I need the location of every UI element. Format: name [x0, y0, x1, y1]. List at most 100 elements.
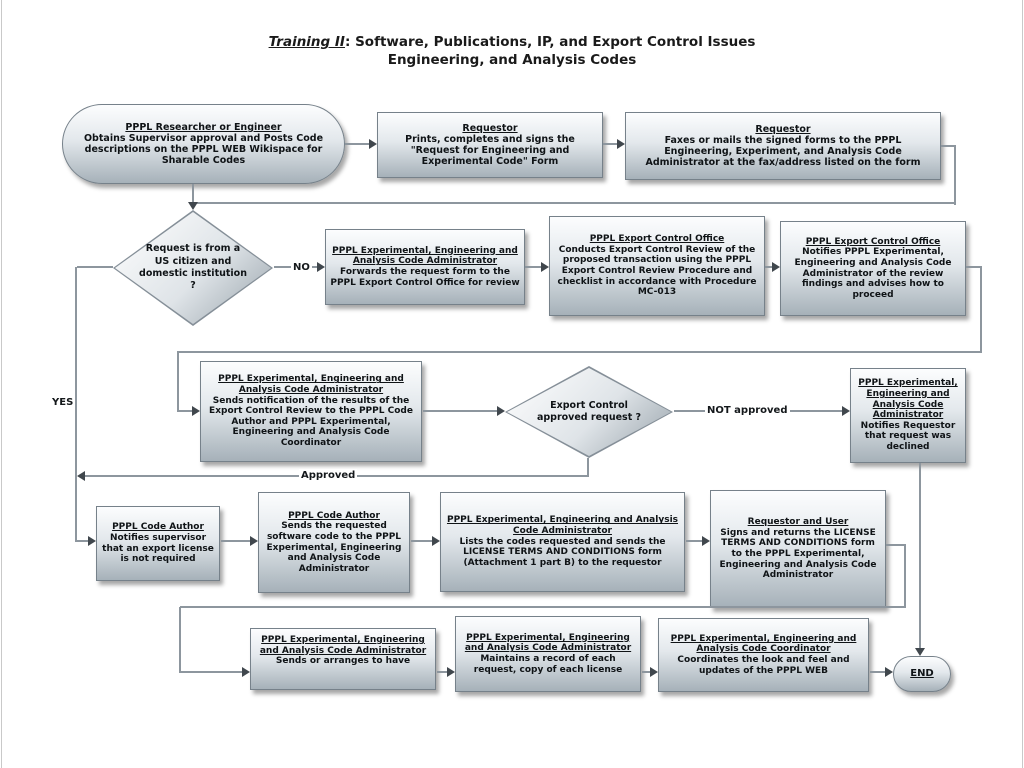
- node-body: Lists the codes requested and sends the …: [459, 536, 666, 568]
- connector-line: [221, 540, 251, 542]
- arrowhead: [885, 667, 893, 677]
- connector-line: [941, 145, 956, 147]
- connector-line: [954, 145, 956, 205]
- connector-line: [75, 267, 77, 542]
- node-body: Signs and returns the LICENSE TERMS AND …: [719, 527, 877, 581]
- arrowhead: [497, 406, 505, 416]
- node-author-sends: PPPL Code Author Sends the requested sof…: [258, 492, 410, 593]
- decision-question: Export Control approved request ?: [536, 399, 642, 423]
- connector-line: [77, 266, 113, 268]
- node-body: Prints, completes and signs the "Request…: [405, 133, 575, 168]
- connector-line: [345, 143, 369, 145]
- connector-line: [180, 671, 243, 673]
- node-title: PPPL Code Author: [112, 522, 204, 533]
- node-admin-lists: PPPL Experimental, Engineering and Analy…: [440, 492, 685, 592]
- node-eco-review: PPPL Export Control Office Conducts Expo…: [549, 216, 765, 316]
- node-text: PPPL Experimental, Engineering and Analy…: [855, 378, 961, 452]
- label-not-approved: NOT approved: [705, 404, 790, 417]
- arrowhead: [447, 667, 455, 677]
- arrowhead: [369, 139, 377, 149]
- node-title: END: [910, 668, 934, 680]
- slide-subtitle: Engineering, and Analysis Codes: [387, 52, 637, 69]
- node-body: Notifies Requestor that request was decl…: [860, 420, 956, 453]
- arrowhead: [77, 471, 85, 481]
- node-admin-records: PPPL Experimental, Engineering and Analy…: [455, 616, 641, 692]
- node-start-researcher: PPPL Researcher or Engineer Obtains Supe…: [62, 104, 345, 184]
- node-coordinator-web: PPPL Experimental, Engineering and Analy…: [658, 618, 869, 692]
- connector-line: [411, 540, 433, 542]
- node-body: Forwards the request form to the PPPL Ex…: [330, 267, 520, 288]
- connector-line: [177, 351, 982, 353]
- arrowhead: [242, 667, 250, 677]
- slide-title: Training II: Software, Publications, IP,…: [0, 33, 1024, 69]
- connector-line: [919, 463, 921, 648]
- arrowhead: [317, 262, 325, 272]
- decision-export-approved: Export Control approved request ?: [505, 366, 673, 458]
- node-title: PPPL Export Control Office: [805, 236, 941, 247]
- arrowhead: [541, 262, 549, 272]
- label-yes: YES: [52, 397, 74, 408]
- connector-line: [193, 202, 956, 204]
- connector-line: [686, 540, 703, 542]
- connector-line: [437, 671, 448, 673]
- connector-line: [76, 540, 89, 542]
- node-body: Sends the requested software code to the…: [266, 521, 402, 574]
- label-no: NO: [291, 261, 312, 274]
- arrowhead: [432, 536, 440, 546]
- node-admin-arranges: PPPL Experimental, Engineering and Analy…: [250, 628, 436, 690]
- node-body: Conducts Export Control Review of the pr…: [557, 244, 757, 298]
- node-admin-results: PPPL Experimental, Engineering and Analy…: [200, 361, 422, 462]
- connector-line: [603, 143, 617, 145]
- arrowhead: [617, 139, 625, 149]
- connector-line: [177, 351, 179, 412]
- node-title: PPPL Experimental, Engineering and Analy…: [464, 632, 632, 654]
- node-admin-declined: PPPL Experimental, Engineering and Analy…: [850, 368, 966, 463]
- arrowhead: [192, 406, 200, 416]
- slide-left-edge: [1, 0, 2, 768]
- arrowhead: [772, 262, 780, 272]
- connector-line: [886, 544, 906, 546]
- arrowhead: [250, 536, 258, 546]
- node-requestor-signs: Requestor and User Signs and returns the…: [710, 490, 886, 608]
- node-title: PPPL Experimental, Engineering and Analy…: [259, 635, 427, 656]
- node-title: PPPL Code Author: [288, 510, 380, 521]
- node-body: Sends notification of the results of the…: [209, 395, 413, 449]
- node-body: Notifies supervisor that an export licen…: [102, 532, 214, 565]
- node-body: Coordinates the look and feel and update…: [677, 655, 850, 676]
- connector-line: [980, 267, 982, 353]
- node-author-license: PPPL Code Author Notifies supervisor tha…: [96, 506, 220, 581]
- label-approved: Approved: [299, 469, 358, 482]
- node-title: PPPL Experimental, Engineering and Analy…: [858, 378, 958, 421]
- connector-line: [180, 606, 906, 608]
- connector-line: [179, 607, 181, 673]
- slide-title-line1: Training II: Software, Publications, IP,…: [0, 33, 1024, 51]
- slide-title-rest: : Software, Publications, IP, and Export…: [344, 34, 756, 50]
- node-body: Notifies PPPL Experimental, Engineering …: [794, 247, 952, 300]
- arrowhead: [842, 406, 850, 416]
- node-title: PPPL Experimental, Engineering and Analy…: [446, 515, 679, 537]
- arrowhead: [650, 667, 658, 677]
- node-eco-notifies: PPPL Export Control Office Notifies PPPL…: [780, 221, 966, 316]
- arrowhead: [915, 648, 925, 656]
- node-requestor-prints: Requestor Prints, completes and signs th…: [377, 112, 603, 178]
- slide-right-edge: [1022, 0, 1023, 768]
- connector-line: [587, 458, 589, 477]
- node-admin-forwards: PPPL Experimental, Engineering and Analy…: [325, 229, 525, 305]
- connector-line: [765, 266, 773, 268]
- node-body: Faxes or mails the signed forms to the P…: [645, 134, 921, 169]
- decision-us-citizen: Request is from a US citizen and domesti…: [113, 210, 273, 326]
- arrowhead: [188, 202, 198, 210]
- node-title: PPPL Experimental, Engineering and Analy…: [218, 374, 404, 395]
- node-body: Maintains a record of each request, copy…: [473, 654, 623, 675]
- node-title: PPPL Export Control Office: [589, 234, 725, 245]
- connector-line: [177, 410, 193, 412]
- node-title: PPPL Experimental, Engineering and Analy…: [332, 245, 518, 267]
- node-end: END: [893, 656, 951, 692]
- connector-line: [642, 671, 651, 673]
- connector-line: [525, 266, 542, 268]
- arrowhead: [702, 536, 710, 546]
- connector-line: [904, 545, 906, 608]
- decision-question: Request is from a US citizen and domesti…: [139, 243, 247, 292]
- node-title: PPPL Experimental, Engineering and Analy…: [670, 633, 857, 655]
- node-requestor-faxes: Requestor Faxes or mails the signed form…: [625, 112, 941, 180]
